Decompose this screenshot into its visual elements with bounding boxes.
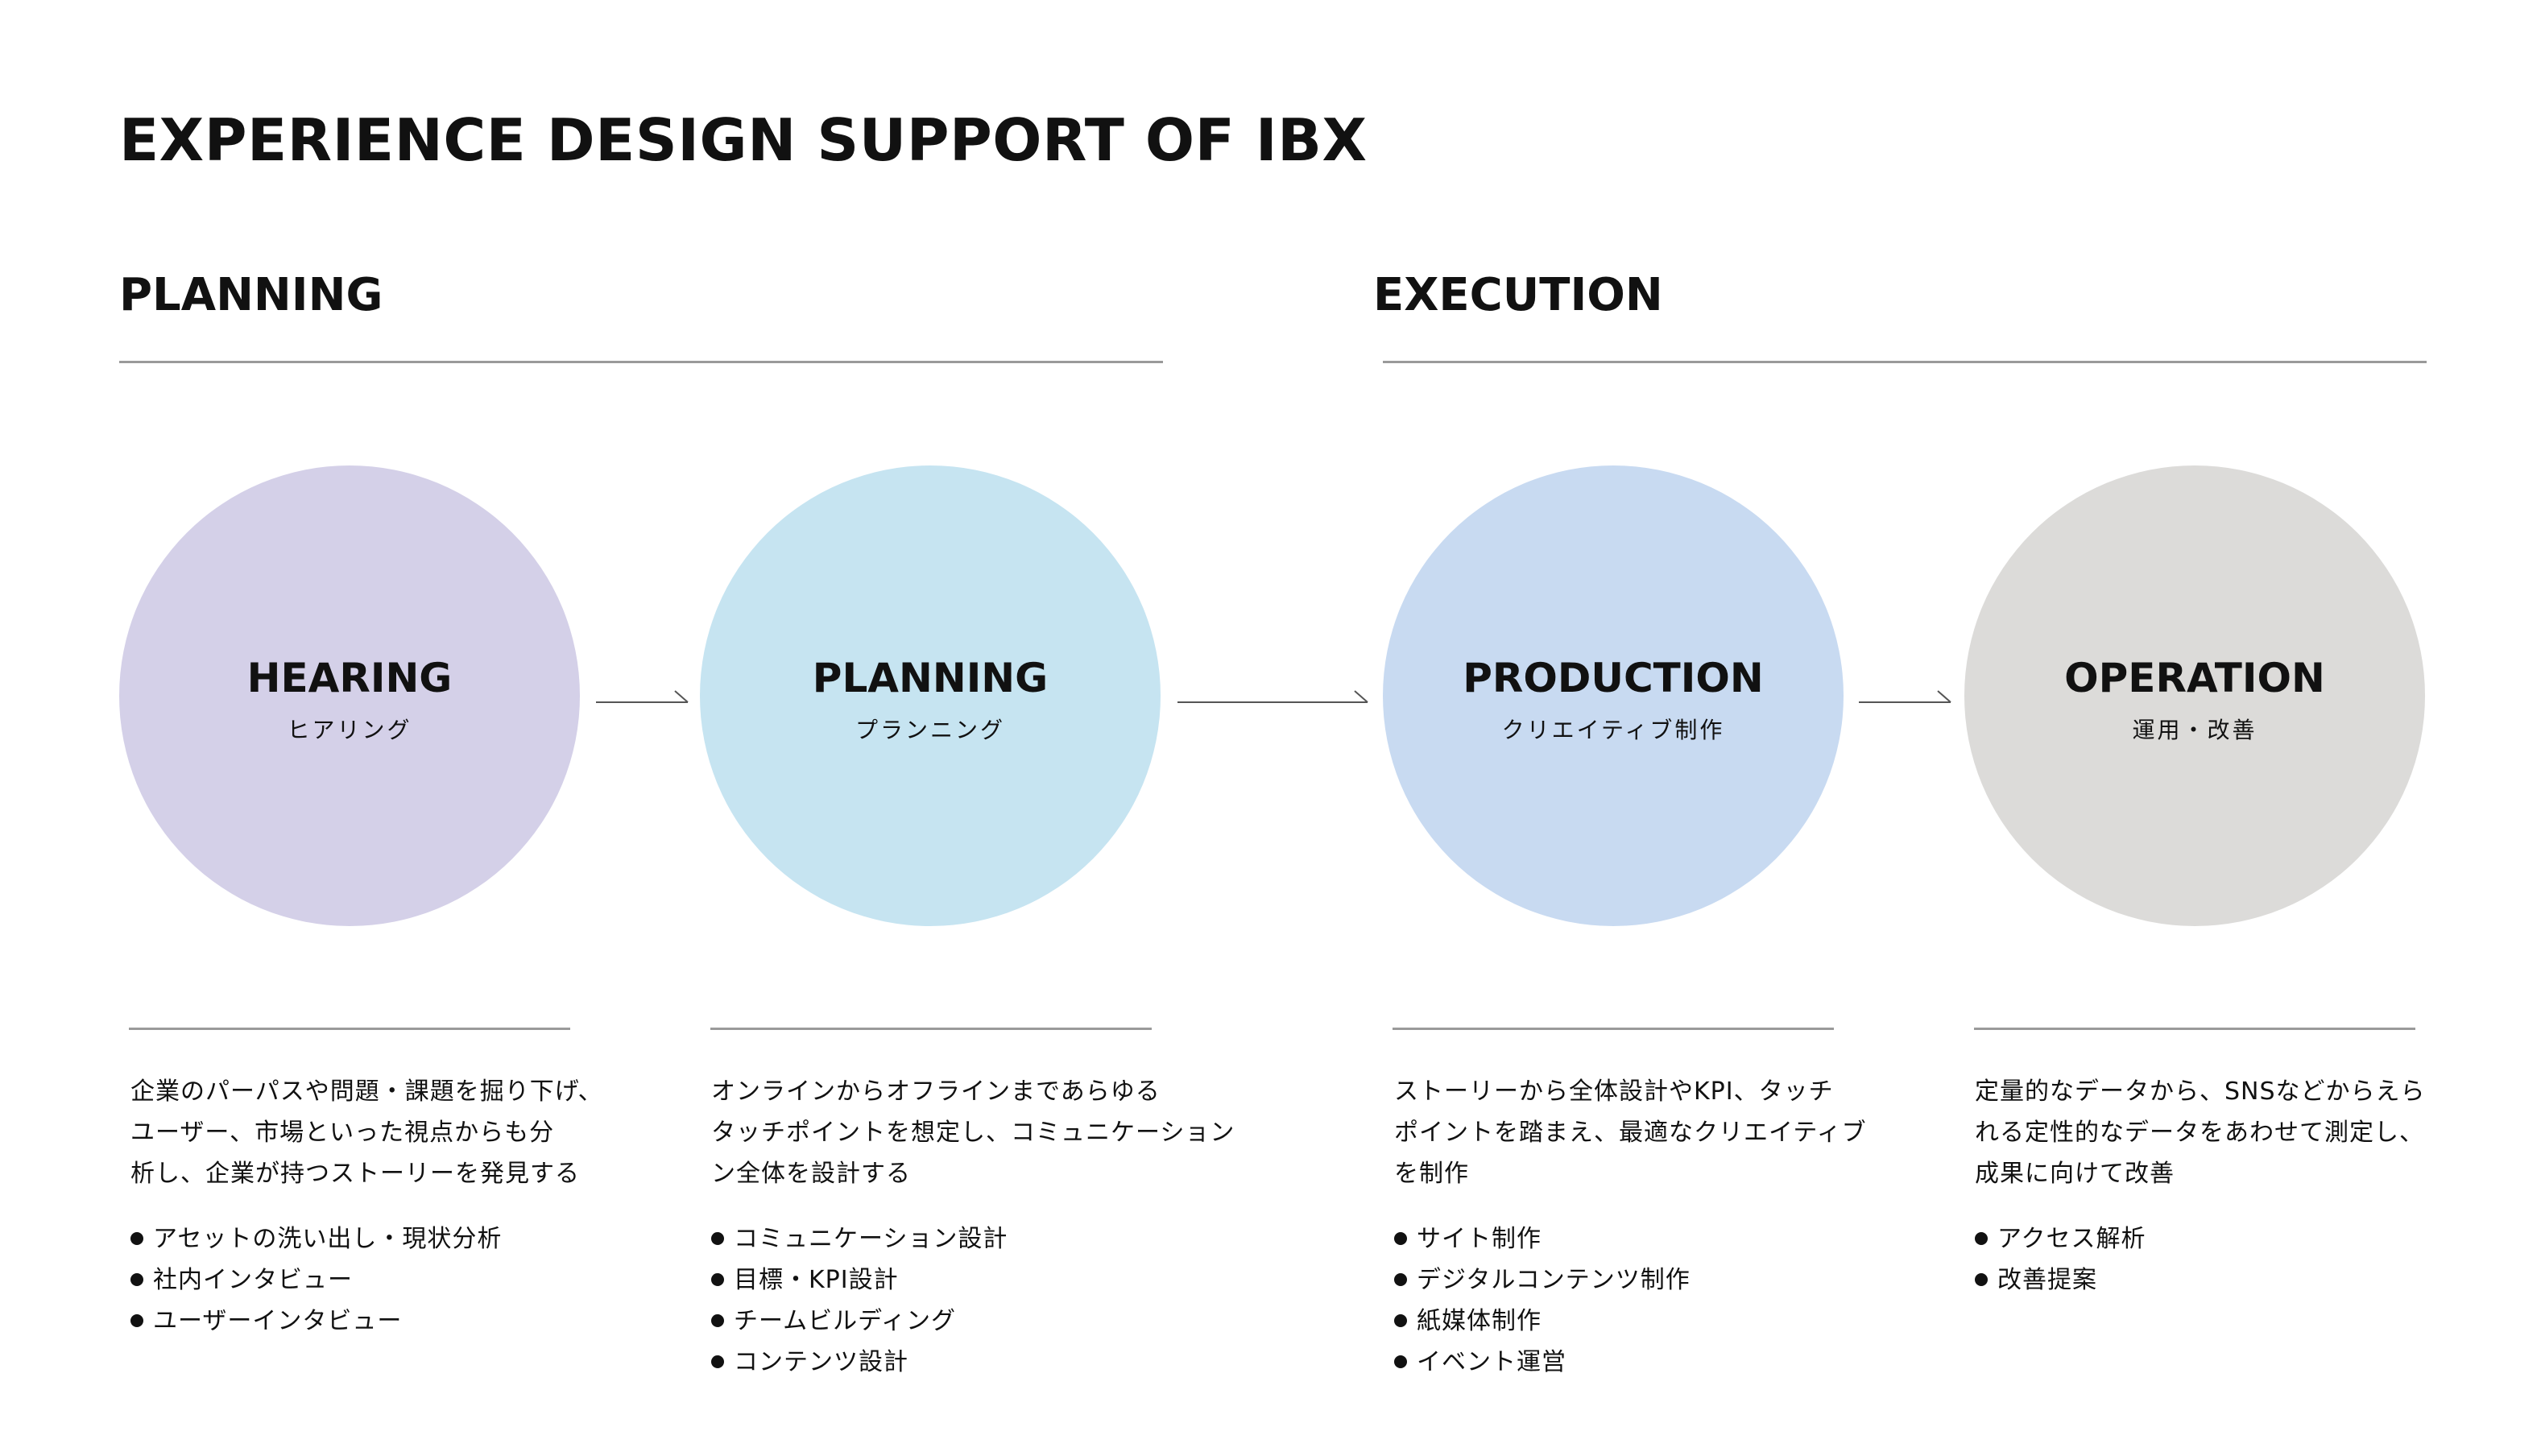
bullet-icon [1394, 1314, 1407, 1327]
list-item: アセットの洗い出し・現状分析 [130, 1218, 502, 1260]
description-line: 定量的なデータから、SNSなどからえら [1975, 1078, 2426, 1106]
list-item: アクセス解析 [1975, 1218, 2146, 1260]
step-description-hearing: 企業のパーパスや問題・課題を掘り下げ、 ユーザー、市場といった視点からも分 析し… [130, 1071, 603, 1194]
list-item-label: 目標・KPI設計 [734, 1266, 899, 1294]
bullet-icon [711, 1273, 724, 1286]
list-item: コンテンツ設計 [711, 1342, 1008, 1383]
step-list-operation: アクセス解析 改善提案 [1975, 1218, 2146, 1301]
bullet-icon [1394, 1273, 1407, 1286]
description-line: ン全体を設計する [711, 1160, 911, 1188]
column-divider [710, 1028, 1152, 1030]
list-item: 改善提案 [1975, 1260, 2146, 1301]
list-item-label: ユーザーインタビュー [153, 1307, 403, 1335]
description-line: れる定性的なデータをあわせて測定し、 [1975, 1119, 2424, 1147]
description-line: 析し、企業が持つストーリーを発見する [130, 1160, 580, 1188]
column-divider [1393, 1028, 1834, 1030]
step-name: PRODUCTION [1463, 655, 1764, 701]
list-item: サイト制作 [1394, 1218, 1691, 1260]
description-line: オンラインからオフラインまであらゆる [711, 1078, 1161, 1106]
list-item-label: コミュニケーション設計 [734, 1225, 1008, 1253]
step-description-operation: 定量的なデータから、SNSなどからえら れる定性的なデータをあわせて測定し、 成… [1975, 1071, 2426, 1194]
list-item-label: 社内インタビュー [153, 1266, 353, 1294]
step-list-production: サイト制作 デジタルコンテンツ制作 紙媒体制作 イベント運営 [1394, 1218, 1691, 1383]
description-line: ストーリーから全体設計やKPI、タッチ [1394, 1078, 1834, 1106]
description-line: 企業のパーパスや問題・課題を掘り下げ、 [130, 1078, 603, 1106]
list-item-label: コンテンツ設計 [734, 1348, 908, 1376]
list-item: チームビルディング [711, 1301, 1008, 1342]
step-description-production: ストーリーから全体設計やKPI、タッチ ポイントを踏まえ、最適なクリエイティブ … [1394, 1071, 1867, 1194]
bullet-icon [711, 1232, 724, 1245]
step-name: PLANNING [812, 655, 1049, 701]
list-item: イベント運営 [1394, 1342, 1691, 1383]
step-name: HEARING [246, 655, 453, 701]
step-circle-operation: OPERATION 運用・改善 [1964, 465, 2425, 926]
description-line: 成果に向けて改善 [1975, 1160, 2175, 1188]
arrow-right-icon [1177, 690, 1368, 703]
bullet-icon [130, 1232, 143, 1245]
bullet-icon [1975, 1273, 1988, 1286]
step-name: OPERATION [2064, 655, 2325, 701]
list-item-label: チームビルディング [734, 1307, 956, 1335]
list-item-label: デジタルコンテンツ制作 [1417, 1266, 1691, 1294]
description-line: を制作 [1394, 1160, 1469, 1188]
bullet-icon [1394, 1232, 1407, 1245]
list-item-label: アセットの洗い出し・現状分析 [153, 1225, 503, 1253]
bullet-icon [130, 1314, 143, 1327]
phase-label-planning: PLANNING [119, 269, 383, 321]
step-subtitle: プランニング [855, 717, 1005, 743]
bullet-icon [711, 1355, 724, 1368]
bullet-icon [1394, 1355, 1407, 1368]
bullet-icon [130, 1273, 143, 1286]
phase-divider-execution [1383, 361, 2427, 363]
step-circle-production: PRODUCTION クリエイティブ制作 [1383, 465, 1844, 926]
list-item-label: アクセス解析 [1997, 1225, 2146, 1253]
list-item-label: 改善提案 [1997, 1266, 2097, 1294]
list-item: ユーザーインタビュー [130, 1301, 502, 1342]
step-circle-planning: PLANNING プランニング [700, 465, 1161, 926]
step-description-planning: オンラインからオフラインまであらゆる タッチポイントを想定し、コミュニケーション… [711, 1071, 1235, 1194]
page-title: EXPERIENCE DESIGN SUPPORT OF IBX [119, 106, 1368, 174]
description-line: ポイントを踏まえ、最適なクリエイティブ [1394, 1119, 1867, 1147]
phase-divider-planning [119, 361, 1163, 363]
list-item: 社内インタビュー [130, 1260, 502, 1301]
list-item-label: 紙媒体制作 [1417, 1307, 1542, 1335]
step-list-planning: コミュニケーション設計 目標・KPI設計 チームビルディング コンテンツ設計 [711, 1218, 1008, 1383]
column-divider [129, 1028, 570, 1030]
step-subtitle: ヒアリング [287, 717, 412, 743]
list-item-label: サイト制作 [1417, 1225, 1542, 1253]
description-line: タッチポイントを想定し、コミュニケーション [711, 1119, 1235, 1147]
step-circle-hearing: HEARING ヒアリング [119, 465, 580, 926]
list-item-label: イベント運営 [1417, 1348, 1566, 1376]
list-item: デジタルコンテンツ制作 [1394, 1260, 1691, 1301]
step-subtitle: 運用・改善 [2132, 717, 2258, 743]
step-subtitle: クリエイティブ制作 [1501, 717, 1725, 743]
arrow-right-icon [596, 690, 689, 703]
list-item: 目標・KPI設計 [711, 1260, 1008, 1301]
phase-label-execution: EXECUTION [1373, 269, 1663, 321]
column-divider [1974, 1028, 2415, 1030]
list-item: 紙媒体制作 [1394, 1301, 1691, 1342]
arrow-right-icon [1859, 690, 1951, 703]
list-item: コミュニケーション設計 [711, 1218, 1008, 1260]
bullet-icon [1975, 1232, 1988, 1245]
step-list-hearing: アセットの洗い出し・現状分析 社内インタビュー ユーザーインタビュー [130, 1218, 502, 1342]
bullet-icon [711, 1314, 724, 1327]
description-line: ユーザー、市場といった視点からも分 [130, 1119, 555, 1147]
